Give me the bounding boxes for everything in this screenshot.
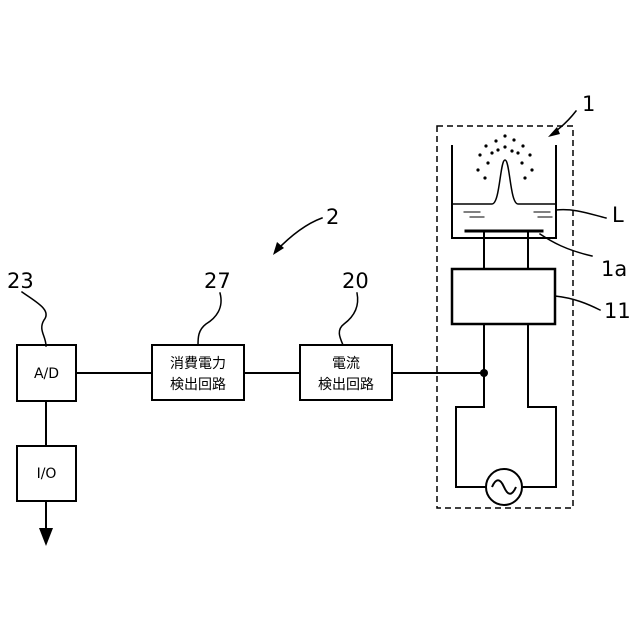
driver-circuit-box [452, 269, 555, 324]
ref-27: 27 [204, 269, 231, 293]
ref-20: 20 [342, 269, 369, 293]
ac-left-wire [456, 407, 486, 487]
mist-droplets [476, 134, 533, 179]
ref-1: 1 [582, 92, 595, 116]
liquid-surface [452, 160, 556, 204]
ref-L-leader [556, 210, 606, 218]
ref-11: 11 [604, 299, 631, 323]
ac-right-wire [522, 324, 556, 487]
atomizer-enclosure [437, 126, 573, 508]
ref-23-leader [22, 292, 46, 346]
ref-11-leader [555, 296, 600, 310]
power-detect-label-1: 消費電力 [170, 356, 226, 372]
power-detect-label-2: 検出回路 [170, 377, 226, 393]
current-detect-label-1: 電流 [332, 356, 360, 372]
ref-L: L [612, 203, 624, 227]
ac-source-icon [486, 469, 522, 505]
current-detect-label-2: 検出回路 [318, 377, 374, 393]
ad-converter-label: A/D [34, 366, 59, 382]
ref-1a: 1a [601, 257, 627, 281]
io-label: I/O [37, 466, 57, 482]
ref-2-arrow [276, 218, 322, 251]
ref-27-leader [198, 293, 221, 345]
ref-23: 23 [7, 269, 34, 293]
ref-2: 2 [326, 205, 339, 229]
arrow-down-icon [39, 528, 53, 546]
ref-20-leader [339, 293, 357, 345]
